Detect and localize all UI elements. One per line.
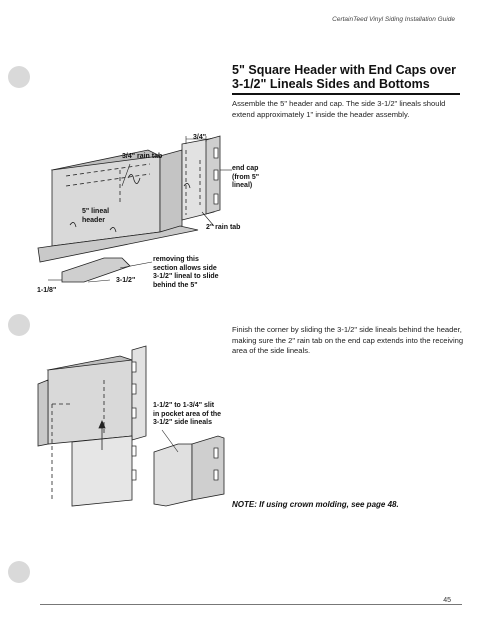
label-dim-34: 3/4" bbox=[193, 134, 207, 141]
finish-paragraph: Finish the corner by sliding the 3-1/2" … bbox=[232, 325, 464, 355]
header-bottom-lip bbox=[37, 225, 199, 263]
crown-molding-note: NOTE: If using crown molding, see page 4… bbox=[232, 500, 399, 509]
label-end-cap: end cap (from 5" lineal) bbox=[232, 165, 260, 189]
title-line-2: 3-1/2" Lineals Sides and Bottoms bbox=[232, 77, 430, 91]
running-head: CertainTeed Vinyl Siding Installation Gu… bbox=[332, 16, 455, 23]
label-dim-118: 1-1/8" bbox=[37, 287, 57, 294]
title-rule bbox=[232, 93, 460, 95]
title-line-1: 5" Square Header with End Caps over bbox=[232, 63, 457, 77]
label-removing-section: removing this section allows side 3-1/2"… bbox=[153, 256, 219, 289]
side-lineal-lower bbox=[71, 435, 133, 507]
end-cap-slot bbox=[213, 147, 219, 159]
intro-paragraph: Assemble the 5" header and cap. The side… bbox=[232, 99, 446, 119]
label-header: 5" lineal header bbox=[82, 208, 110, 224]
label-rain-tab-2: 2" rain tab bbox=[206, 224, 241, 231]
binder-hole-top bbox=[8, 66, 30, 88]
label-slit: 1-1/2" to 1-3/4" slit in pocket area of … bbox=[153, 402, 222, 426]
label-dim-312: 3-1/2" bbox=[116, 277, 136, 284]
binder-hole-bottom bbox=[8, 561, 30, 583]
page-number: 45 bbox=[443, 597, 451, 604]
footer-rule bbox=[40, 604, 462, 605]
header-face-2 bbox=[47, 359, 133, 445]
side-lineal-right bbox=[153, 443, 193, 507]
label-rain-tab-34: 3/4" rain tab bbox=[122, 153, 163, 160]
header-side bbox=[159, 149, 183, 233]
section-title: 5" Square Header with End Caps over 3-1/… bbox=[232, 63, 462, 91]
binder-hole-middle bbox=[8, 314, 30, 336]
